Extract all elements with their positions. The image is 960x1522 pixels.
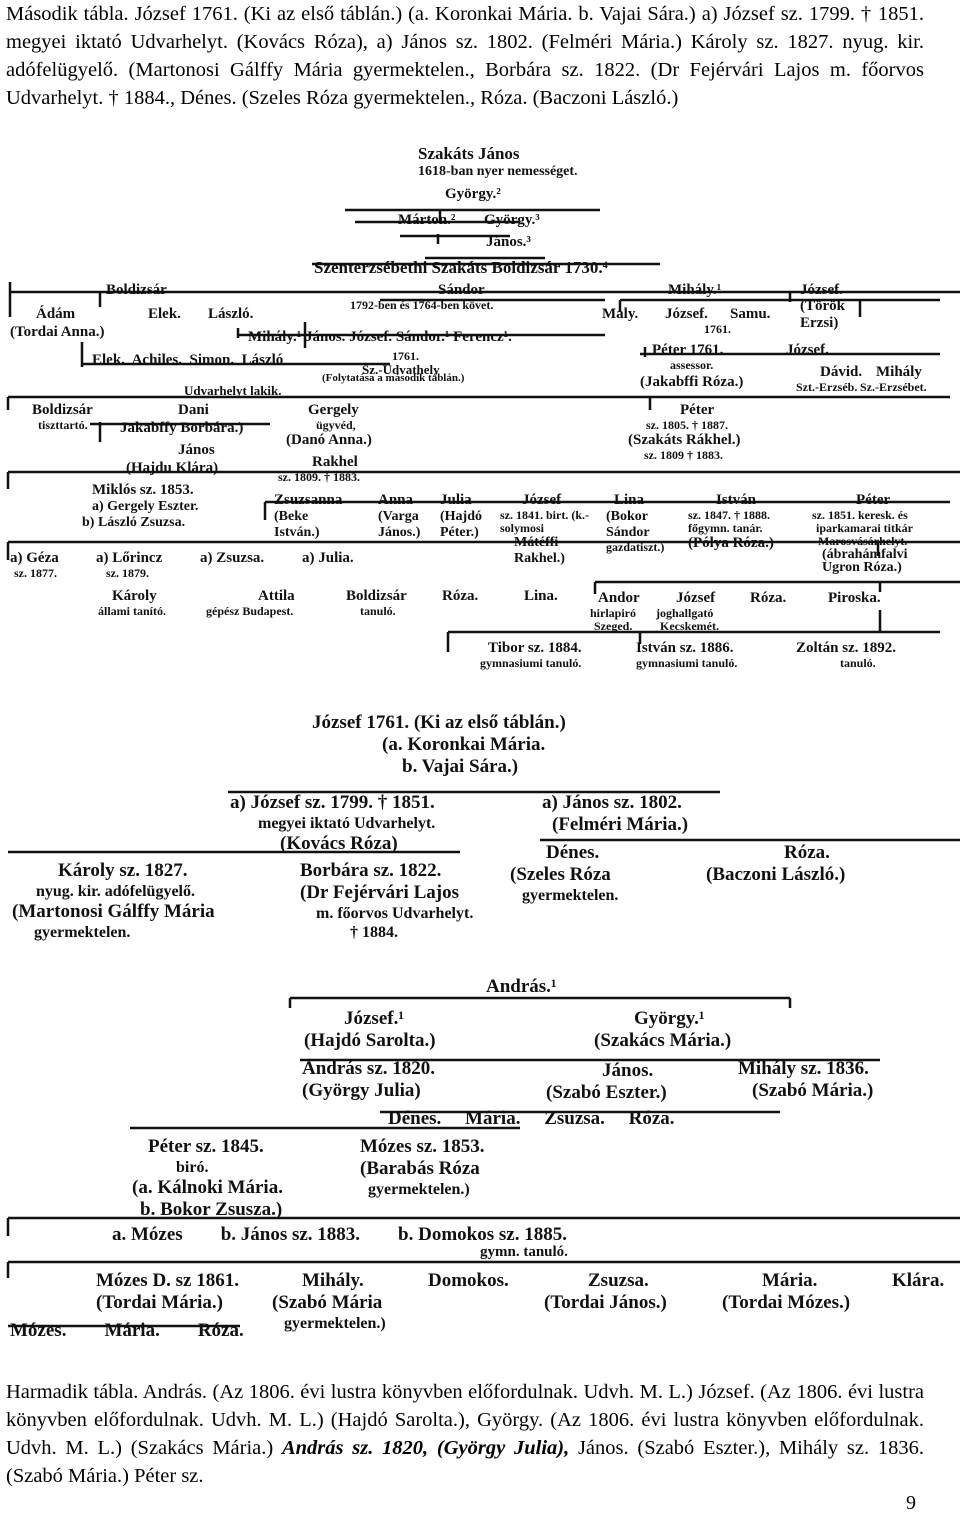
a-janos-1802: a) János sz. 1802.(Felméri Mária.) xyxy=(542,792,689,835)
domokos: Domokos. xyxy=(428,1270,509,1291)
gymn-tanulo: gymn. tanuló. xyxy=(480,1244,568,1260)
boldizsar: Boldizsár xyxy=(106,282,167,298)
gen3-marton: Márton.² xyxy=(398,212,456,228)
janos: János.(Szabó Eszter.) xyxy=(546,1060,667,1103)
root-andras: András.¹ xyxy=(486,976,557,997)
kids-row: Dénes. Mária. Zsuzsa. Róza. xyxy=(388,1108,675,1129)
harmadik-tabla-paragraph: Harmadik tábla. András. (Az 1806. évi lu… xyxy=(6,1381,924,1487)
klara: Klára. xyxy=(892,1270,945,1291)
roza: Róza.(Baczoni László.) xyxy=(706,842,846,885)
a-jozsef-1799: a) József sz. 1799. † 1851.megyei iktató… xyxy=(230,792,436,854)
samu: Samu.1761. xyxy=(704,306,771,336)
udvarhelyt-lakik: Udvarhelyt lakik. xyxy=(184,383,282,398)
adam: Ádám xyxy=(36,306,76,322)
tree-1-lines xyxy=(6,208,960,652)
root-jozsef-1761: József 1761. (Ki az első táblán.)(a. Kor… xyxy=(312,712,566,777)
jozsef1-spouse: (Török Erzsi) xyxy=(800,298,845,331)
sandor-children: Mihály.¹ János. József. Sándor.¹ Ferencz… xyxy=(248,329,512,345)
zsuzsa: Zsuzsa.(Tordai János.) xyxy=(544,1270,667,1313)
tibor: Tibor sz. 1884.gymnasiumi tanuló. xyxy=(480,640,582,670)
peter-1761-spouse: (Jakabffi Róza.) xyxy=(640,374,744,390)
intro-paragraph: Második tábla. József 1761. (Ki az első … xyxy=(6,3,924,109)
gen-row-5: Mózes. Mária. Róza. xyxy=(10,1320,244,1341)
istvan2: István sz. 1886.gymnasiumi tanuló. xyxy=(636,640,738,670)
jozsef: József.¹(Hajdó Sarolta.) xyxy=(304,1008,436,1051)
folytatas-note: (Folytatása a második táblán.) xyxy=(322,372,465,384)
elek: Elek. xyxy=(148,306,181,322)
janos2: János xyxy=(178,442,215,458)
zsuzsa: a) Zsuzsa. xyxy=(200,550,265,566)
sz-udvathely: 1761.Sz.-Udvathely xyxy=(362,349,440,377)
karoly-1827: Károly sz. 1827.nyug. kir. adófelügyelő.… xyxy=(12,860,215,941)
roza: Róza. xyxy=(442,588,479,604)
family-tree-andras: András.¹ József.¹(Hajdó Sarolta.) György… xyxy=(0,968,960,1348)
maria: Mária.(Tordai Mózes.) xyxy=(722,1270,851,1313)
maly: Maly. xyxy=(602,306,639,322)
family-tree-jozsef-1761: József 1761. (Ki az első táblán.)(a. Kor… xyxy=(0,700,960,950)
mihaly1: Mihály.¹ xyxy=(668,282,722,298)
peter-1761: Péter 1761.assessor. xyxy=(652,342,724,372)
jozsef1: József. xyxy=(800,282,843,298)
jozsef2: József. xyxy=(665,306,708,322)
miklos: Miklós sz. 1853.a) Gergely Eszter.b) Lás… xyxy=(82,482,199,530)
zsuzsanna: Zsuzsanna(Beke István.) xyxy=(274,492,343,540)
peter-1845: Péter sz. 1845.biró.(a. Kálnoki Mária.b.… xyxy=(132,1136,283,1220)
david: Dávid.Szt.-Erzséb. xyxy=(796,364,863,394)
roza2: Róza. xyxy=(750,590,787,606)
dani: Dani xyxy=(178,402,209,418)
julia2: a) Julia. xyxy=(302,550,354,566)
dani-spouse: Jakabffy Borbára.) xyxy=(120,420,244,436)
elek-row: Elek. Achiles. Simon. László xyxy=(92,352,284,368)
andras-1820: András sz. 1820.(György Julia) xyxy=(302,1058,436,1101)
piroska: Piroska. xyxy=(828,590,881,606)
gyorgy: György.¹(Szakács Mária.) xyxy=(594,1008,732,1051)
gen2-gyorgy: György.² xyxy=(445,186,501,202)
julia: Julia(Hajdó Péter.) xyxy=(440,492,482,540)
mihaly-1836: Mihály sz. 1836.(Szabó Mária.) xyxy=(738,1058,874,1101)
gen5-boldizsar-1730: Szenterzsébethi Szakáts Boldizsár 1730.⁴ xyxy=(314,258,608,277)
page-number: 9 xyxy=(906,1492,916,1514)
adam-spouse: (Tordai Anna.) xyxy=(10,324,105,340)
lina2: Lina. xyxy=(524,588,558,604)
emphasized-andras: András sz. 1820, (György Julia), xyxy=(281,1437,570,1459)
jozsef3: József. xyxy=(786,342,829,358)
laszlo: László. xyxy=(208,306,254,322)
anna: Anna(Varga János.) xyxy=(378,492,421,540)
tree-3-lines xyxy=(6,996,960,1328)
tree-2-lines xyxy=(8,790,960,854)
gen3-gyorgy: György.³ xyxy=(484,212,540,228)
gen-row-3: a. Mózes b. János sz. 1883. b. Domokos s… xyxy=(112,1224,567,1245)
mozes-d-1861: Mózes D. sz 1861.(Tordai Mária.) xyxy=(96,1270,239,1313)
zoltan: Zoltán sz. 1892.tanuló. xyxy=(796,640,897,670)
janos2-spouse: (Hajdu Klára) xyxy=(126,460,219,476)
gen4-janos: János.³ xyxy=(486,234,531,250)
